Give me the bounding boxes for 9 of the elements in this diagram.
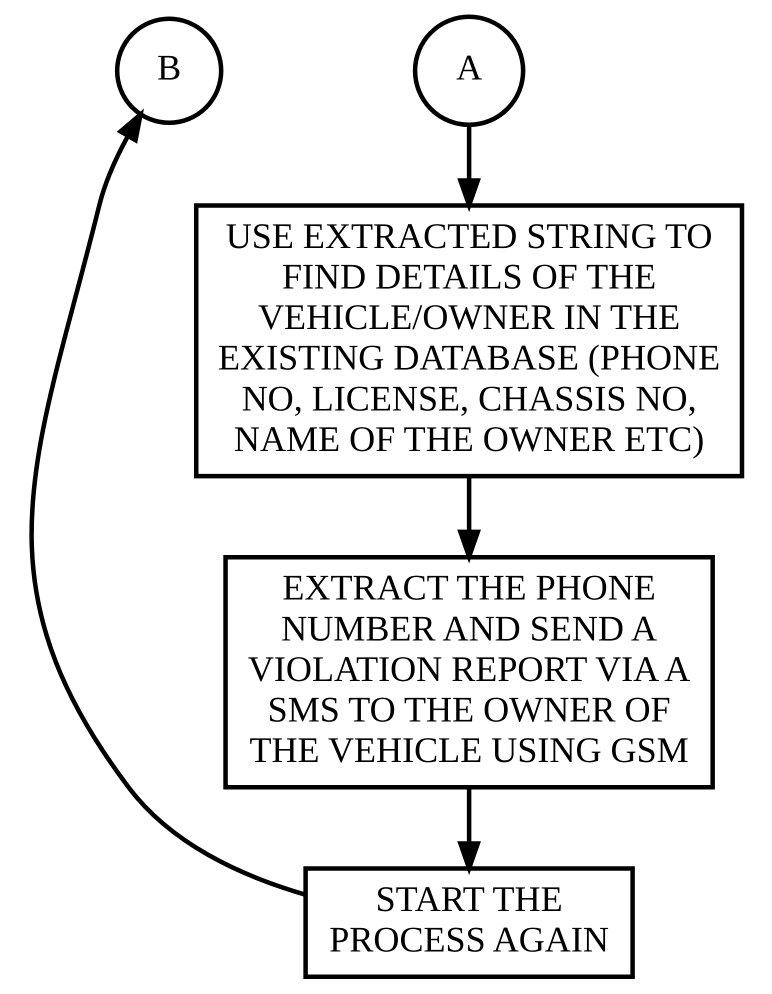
- arrow: [29, 108, 306, 897]
- node-circle: B: [114, 16, 223, 126]
- node-box: USE EXTRACTED STRING TO FIND DETAILS OF THE VEHICLE/OWNER IN THE EXISTING DATABASE (PHONE NO, LICENSE, CHASSIS NO, NAME OF THE OWNER ETC): [193, 203, 744, 478]
- node-box: START THE PROCESS AGAIN: [302, 866, 634, 979]
- arrow: [456, 124, 480, 212]
- arrow: [456, 787, 480, 876]
- node-circle: A: [412, 14, 525, 128]
- node-box: EXTRACT THE PHONE NUMBER AND SEND A VIOLATION REPORT VIA A SMS TO THE OWNER OF THE VEHICLE USING GSM: [222, 555, 714, 790]
- arrow: [456, 477, 480, 564]
